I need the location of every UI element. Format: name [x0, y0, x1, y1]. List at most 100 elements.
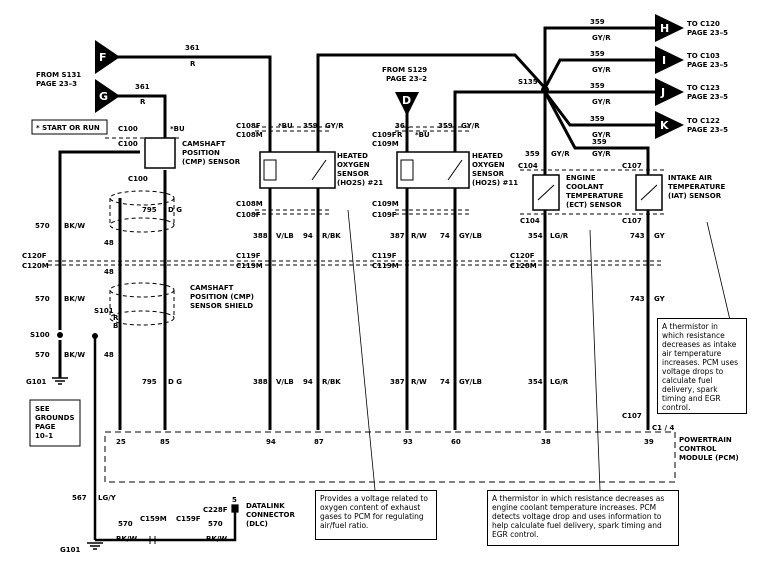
label-wires-w48: 48 — [104, 239, 114, 247]
flag-h: H — [655, 14, 684, 42]
wire-359-gyr-ho2s11 — [453, 90, 545, 160]
label-connectors-c108f: C108F — [236, 122, 261, 130]
dlc-label: DATALINK — [246, 502, 285, 510]
ref-from-s131: FROM S131 — [36, 71, 81, 79]
label-wires-bkw: BK/W — [64, 295, 85, 303]
label-pins-0: 25 — [116, 438, 126, 446]
label-connectors-c107: C107 — [622, 412, 642, 420]
label-components-cmp_sensor-1: POSITION — [182, 149, 220, 157]
label-flags-I: I — [662, 54, 666, 67]
note-iat: A thermistor in which resistance decreas… — [657, 318, 747, 414]
label-connectors-s100: S100 — [30, 331, 50, 339]
label-pins-5: 60 — [451, 438, 461, 446]
pcm-label: POWERTRAIN — [679, 436, 732, 444]
label-pins-3: 87 — [314, 438, 324, 446]
ho2s11-box — [396, 151, 470, 189]
label-wires-bkw: BK/W — [64, 222, 85, 230]
label-components-ho2s11-3: (HO2S) #11 — [472, 179, 518, 187]
label-connectors-g101: G101 — [60, 546, 80, 554]
label-connectors-c109f: C109F — [372, 211, 397, 219]
label-wires-w570: 570 — [35, 351, 50, 359]
label-wires-w567: 567 — [72, 494, 87, 502]
label-flags-H: H — [660, 22, 669, 35]
label-refs-page_23_5: PAGE 23–5 — [687, 29, 728, 37]
label-components-ho2s21-1: OXYGEN — [337, 161, 370, 169]
label-connectors-c109f: C109F — [372, 131, 397, 139]
flag-g: G — [95, 79, 120, 113]
label-wires-b: B — [113, 322, 118, 330]
label-connectors-c107: C107 — [622, 217, 642, 225]
label-connectors-c120m: C120M — [22, 262, 49, 270]
label-flags-D: D — [402, 94, 411, 107]
label-components-dlc-2: (DLC) — [246, 520, 268, 528]
label-refs-page_23_5: PAGE 23–5 — [687, 61, 728, 69]
label-wires-gvr: GY/R — [461, 122, 480, 130]
label-wires-gylb: GY/LB — [459, 378, 482, 386]
label-wires-w361: 361 — [395, 122, 410, 130]
label-wires-w387: 387 — [390, 232, 405, 240]
label-connectors-s101: S101 — [94, 307, 114, 315]
label-components-ho2s21-2: SENSOR — [337, 170, 370, 178]
wire-359-iat — [543, 91, 650, 175]
label-connectors-c119m: C119M — [236, 262, 263, 270]
splice-s101 — [92, 333, 98, 339]
label-wires-gylb: GY/LB — [459, 232, 482, 240]
flag-j: J — [655, 78, 684, 106]
label-connectors-c100: C100 — [118, 125, 138, 133]
label-connectors-c109m: C109M — [372, 200, 399, 208]
label-wires-r: R — [190, 60, 196, 68]
label-wires-w354: 354 — [528, 378, 543, 386]
label-flags-F: F — [99, 51, 107, 64]
label-pins-6: 38 — [541, 438, 551, 446]
label-components-ect-0: ENGINE — [566, 174, 596, 182]
wire-570-dlc — [95, 510, 237, 542]
label-components-ect-2: TEMPERATURE — [566, 192, 624, 200]
wire-570-bkw — [58, 150, 140, 330]
wire-361-g — [112, 94, 167, 142]
label-components-ho2s11-1: OXYGEN — [472, 161, 505, 169]
label-wires-lgr: LG/R — [550, 232, 569, 240]
label-components-pcm-1: CONTROL — [679, 445, 717, 453]
label-pin_c1: C1 / 4 — [652, 424, 674, 432]
label-components-ect-1: COOLANT — [566, 183, 604, 191]
label-components-iat-0: INTAKE AIR — [668, 174, 713, 182]
label-wires-rw: R/W — [411, 378, 427, 386]
label-components-cmp_sensor-2: (CMP) SENSOR — [182, 158, 241, 166]
legend-start-run: * START OR RUN — [36, 124, 100, 132]
note-ho2s: Provides a voltage related to oxygen con… — [315, 490, 437, 540]
wire-361-f — [112, 55, 272, 160]
wire-359-k — [543, 91, 655, 127]
ground-g101-lower — [87, 542, 103, 550]
label-wires-dg: D G — [168, 378, 182, 386]
label-connectors-c104: C104 — [520, 217, 540, 225]
label-wires-gvr: GY/R — [592, 150, 611, 158]
label-components-grounds-3: 10–1 — [35, 432, 53, 440]
label-components-ect-3: (ECT) SENSOR — [566, 201, 622, 209]
wire-359-i — [543, 58, 655, 89]
label-flags-J: J — [660, 86, 665, 99]
label-wires-gvr: GY/R — [325, 122, 344, 130]
label-wires-gvr: GY/R — [592, 131, 611, 139]
label-wires-vlb: V/LB — [276, 232, 294, 240]
ref-to-c120: TO C120 — [687, 20, 720, 28]
label-wires-w388: 388 — [253, 232, 268, 240]
label-wires-w359: 359 — [590, 50, 605, 58]
label-connectors-c120f: C120F — [510, 252, 535, 260]
label-wires-bkw: BK/W — [64, 351, 85, 359]
label-wires-w48: 48 — [104, 268, 114, 276]
label-pins-4: 93 — [403, 438, 413, 446]
ground-g101-upper — [52, 377, 68, 385]
label-components-cmp_shield-1: POSITION (CMP) — [190, 293, 254, 301]
label-pins-7: 39 — [644, 438, 654, 446]
wire-359-h — [543, 26, 655, 88]
label-wires-w570: 570 — [35, 295, 50, 303]
label-connectors-c119f: C119F — [236, 252, 261, 260]
splice-s100 — [57, 332, 63, 338]
label-connectors-c120m: C120M — [510, 262, 537, 270]
label-wires-vlb: V/LB — [276, 378, 294, 386]
label-wires-w388: 388 — [253, 378, 268, 386]
label-connectors-g101: G101 — [26, 378, 46, 386]
label-components-ho2s11-0: HEATED — [472, 152, 503, 160]
